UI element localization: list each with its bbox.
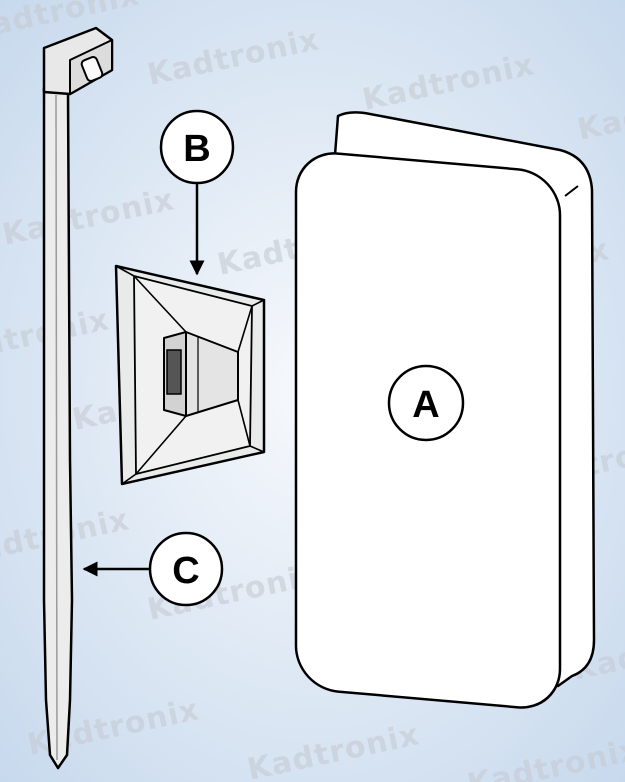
callout-b-circle [159, 109, 235, 185]
callout-b: B [159, 109, 235, 276]
mount-facet-line [135, 415, 187, 475]
cable-tie-strap-ridge [55, 94, 58, 761]
callout-a-label: A [412, 384, 439, 426]
callout-c-label: C [172, 550, 199, 592]
callout-a: A [387, 364, 465, 442]
cable-tie-slot [80, 56, 104, 82]
mount-strap-slot [166, 349, 182, 395]
mount-facet-line [121, 473, 137, 485]
callout-c-circle [148, 531, 224, 607]
mount-facet-line [237, 399, 251, 447]
cable-tie-part-c [42, 26, 114, 770]
enclosure-edge-tick [564, 185, 579, 197]
tie-mount-part-b [114, 264, 266, 486]
cable-tie-strap [42, 86, 74, 770]
mount-facet-line [249, 445, 265, 453]
mount-facet-line [251, 299, 265, 307]
callout-a-circle [387, 364, 465, 442]
callout-b-label: B [183, 128, 210, 170]
mount-facet-line [115, 265, 135, 277]
callout-c: C [82, 531, 224, 607]
mount-facet-line [237, 305, 253, 353]
mount-facet-line [133, 275, 187, 333]
